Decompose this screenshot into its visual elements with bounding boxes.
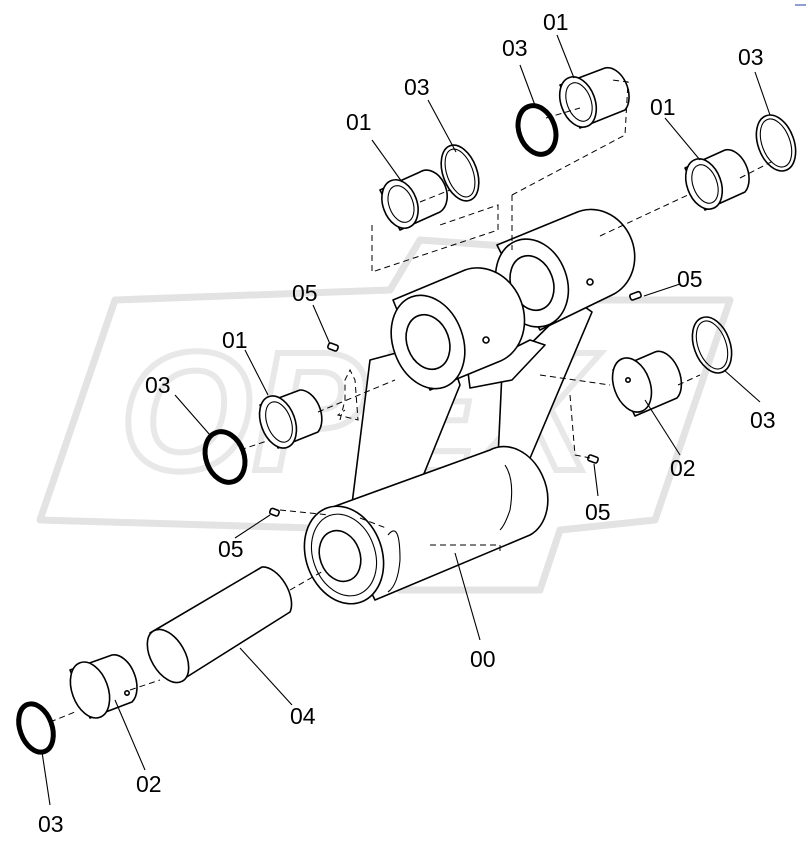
label-01: 01 — [346, 109, 372, 135]
label-01: 01 — [543, 9, 569, 35]
label-05: 05 — [218, 536, 244, 562]
bushing-02-a — [611, 350, 683, 417]
seal-ring-03-b — [515, 103, 559, 157]
link-body-00 — [303, 208, 636, 605]
label-03: 03 — [502, 35, 528, 61]
bushing-01-a — [379, 169, 448, 231]
seal-ring-03-a — [440, 144, 480, 202]
label-03: 03 — [404, 74, 430, 100]
callout-labels: 01 01 01 01 03 03 03 03 03 03 05 05 05 0… — [38, 9, 776, 837]
label-01: 01 — [650, 94, 676, 120]
label-04: 04 — [290, 703, 316, 729]
grease-fitting-05-b — [629, 290, 642, 301]
label-05: 05 — [292, 280, 318, 306]
grease-fitting-05-d — [268, 507, 280, 517]
seal-ring-03-f — [16, 701, 56, 755]
pin-04 — [146, 566, 293, 684]
label-05: 05 — [677, 266, 703, 292]
label-03: 03 — [738, 44, 764, 70]
seal-ring-03-c — [755, 114, 797, 172]
bushing-01-b — [558, 66, 630, 129]
label-03: 03 — [38, 811, 64, 837]
label-05: 05 — [585, 499, 611, 525]
label-00: 00 — [470, 646, 496, 672]
label-03: 03 — [750, 407, 776, 433]
bushing-01-c — [684, 148, 750, 211]
assembly-lines — [49, 79, 776, 723]
label-02: 02 — [136, 771, 162, 797]
bushing-02-b — [69, 653, 138, 719]
grease-fitting-05-a — [327, 342, 339, 352]
bushing-01-d — [258, 389, 323, 449]
seal-ring-03-d — [691, 316, 733, 374]
seal-ring-03-e — [202, 429, 248, 485]
label-03: 03 — [145, 372, 171, 398]
label-02: 02 — [670, 455, 696, 481]
leader-lines — [41, 34, 771, 806]
label-01: 01 — [222, 327, 248, 353]
